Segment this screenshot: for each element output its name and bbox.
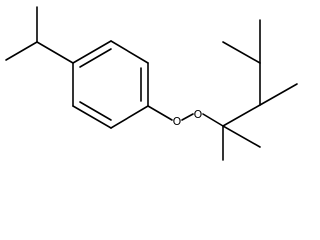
ring-double-bond-inner-3 [79,101,112,121]
bond-quaternary-methyl-right [222,125,261,148]
oxygen-atom-1: O [173,115,182,128]
isopropyl-group [5,6,74,64]
bond-o1-o2 [181,113,194,121]
ring-bond-2 [110,40,149,64]
atom-label-o2: O [194,108,203,121]
bond-o2-to-quaternary [202,113,224,127]
atom-label-o1: O [173,115,182,128]
bond-ch-methyl-right [259,83,298,106]
bond-terminal-methyl-left [222,41,261,64]
bond-ipr-methyl-down [5,41,38,61]
molecule-structure: O O [5,6,298,161]
ring-bond-1 [72,40,112,64]
benzene-ring [72,40,149,129]
branched-alkyl-group [222,19,298,161]
peroxide-linkage [147,105,224,127]
oxygen-atom-2: O [194,108,203,121]
ring-double-bond-inner-1 [79,48,112,68]
bond-ipr-to-ring [36,41,74,64]
bond-quaternary-to-ch [222,104,261,127]
ring-bond-4 [110,105,149,129]
bond-ring-to-o1 [147,105,173,121]
ring-bond-5 [72,105,112,129]
